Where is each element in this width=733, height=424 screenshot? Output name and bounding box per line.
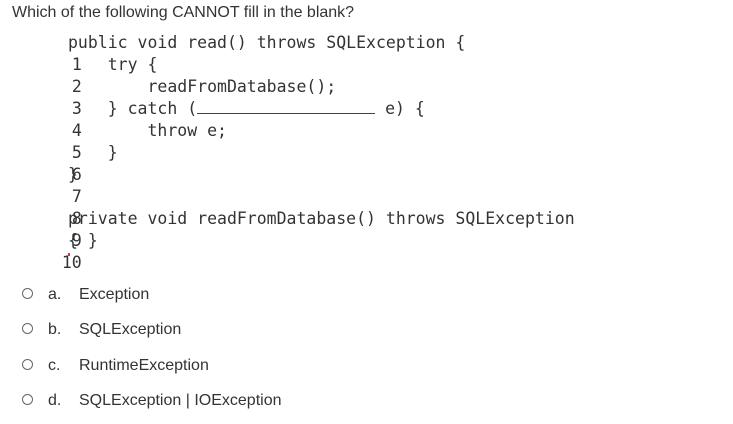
code-text: private void readFromDatabase() throws S… <box>68 209 575 228</box>
radio-button-icon[interactable] <box>22 394 33 405</box>
option-label: Exception <box>79 286 150 303</box>
code-line-10: 10 { } <box>14 230 98 272</box>
catch-close: e) { <box>375 99 425 118</box>
line-number: 1 <box>71 55 82 74</box>
code-line-9: 9 private void readFromDatabase() throws… <box>14 208 575 250</box>
code-line-5: 5 throw e; <box>14 120 227 162</box>
code-line-3: 3 readFromDatabase(); <box>14 76 336 118</box>
code-text: } <box>68 143 118 162</box>
code-line-8: 8 <box>14 186 82 228</box>
catch-open: } catch ( <box>68 99 198 118</box>
fill-in-blank <box>197 99 376 114</box>
code-text: try { <box>68 55 158 74</box>
line-number: 3 <box>71 99 82 118</box>
option-letter: a. <box>48 286 62 303</box>
radio-button-icon[interactable] <box>22 323 33 334</box>
line-number: 4 <box>71 121 82 140</box>
code-line-4: 4 } catch ( e) { <box>14 98 425 140</box>
spellcheck-mark <box>68 253 70 256</box>
radio-button-icon[interactable] <box>22 359 33 370</box>
line-number: 2 <box>71 77 82 96</box>
line-number: 10 <box>61 253 82 272</box>
option-letter: d. <box>48 392 62 409</box>
line-number: 7 <box>71 187 82 206</box>
code-text: } <box>68 165 78 184</box>
option-b[interactable]: b. SQLException <box>22 317 342 343</box>
option-letter: c. <box>48 357 61 374</box>
question-text: Which of the following CANNOT fill in th… <box>12 4 355 21</box>
code-line-7: 7 } <box>14 164 82 206</box>
option-letter: b. <box>48 321 62 338</box>
code-text-catch: } catch ( e) { <box>68 98 425 120</box>
option-c[interactable]: c. RuntimeException <box>22 353 342 379</box>
line-number: 9 <box>71 231 82 250</box>
line-number: 5 <box>71 143 82 162</box>
code-line-2: 2 try { <box>14 54 158 96</box>
line-number: 6 <box>71 165 82 184</box>
code-line-6: 6 } <box>14 142 118 184</box>
code-line-1: 1 public void read() throws SQLException… <box>14 32 465 74</box>
code-text: public void read() throws SQLException { <box>68 33 466 52</box>
radio-button-icon[interactable] <box>22 288 33 299</box>
code-text: readFromDatabase(); <box>68 77 337 96</box>
option-a[interactable]: a. Exception <box>22 282 342 308</box>
code-text: { } <box>68 231 98 250</box>
option-label: SQLException <box>79 321 182 338</box>
option-d[interactable]: d. SQLException | IOException <box>22 388 342 414</box>
code-text: throw e; <box>68 121 227 140</box>
line-number: 8 <box>71 209 82 228</box>
option-label: SQLException | IOException <box>79 392 282 409</box>
option-label: RuntimeException <box>79 357 209 374</box>
